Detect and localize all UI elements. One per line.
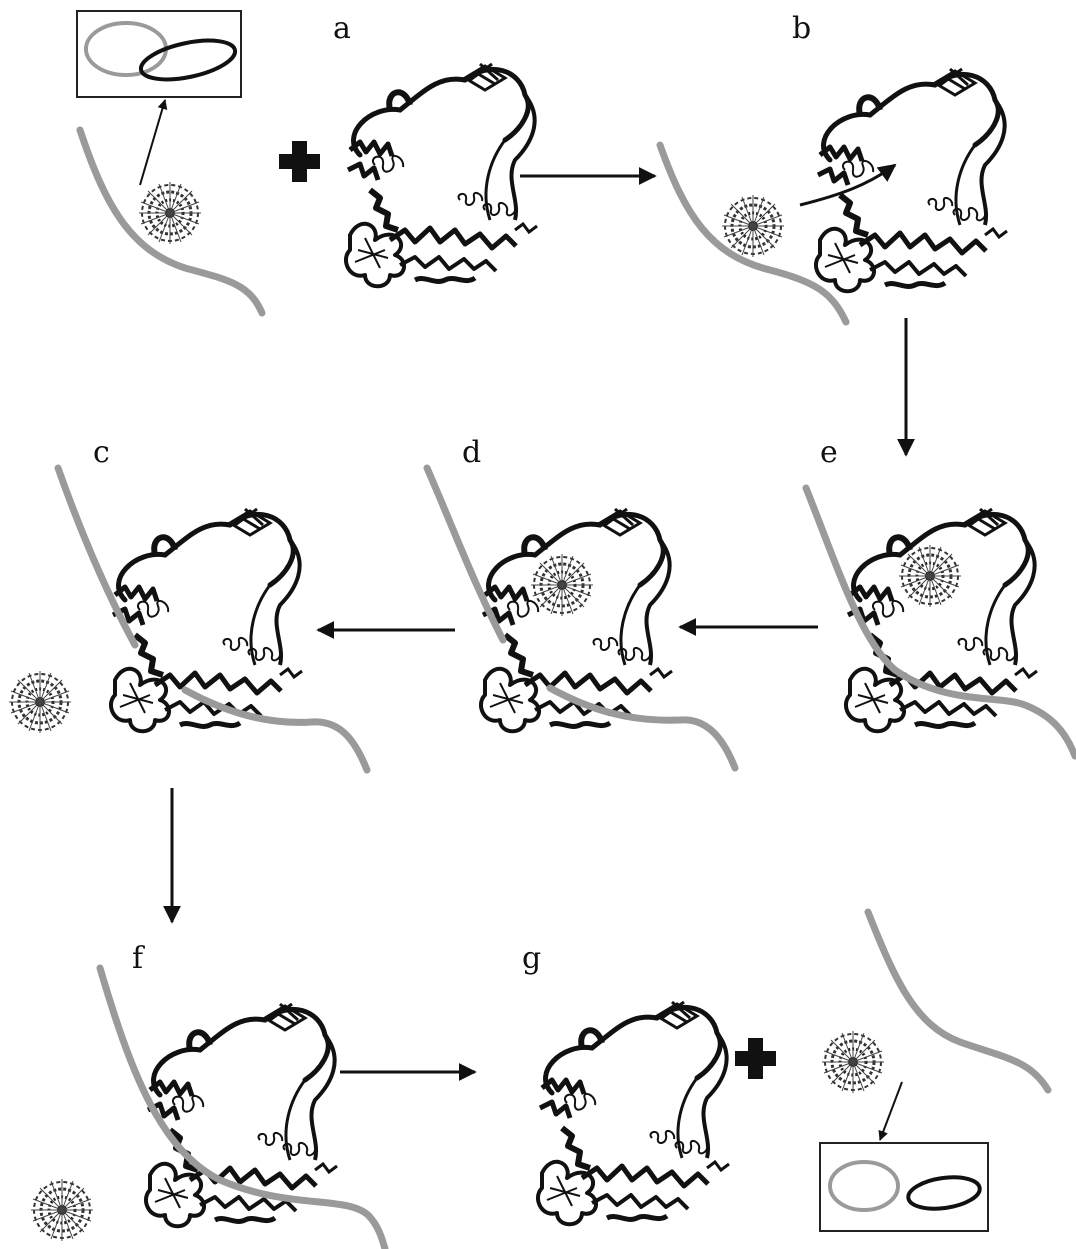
nucleosome-icon: [722, 195, 784, 257]
protein-ribbon-icon: [146, 1004, 337, 1226]
plus-icon: [735, 1038, 776, 1079]
dna-strand-icon: [427, 468, 503, 640]
panel-label-c: c: [93, 435, 110, 470]
panel-label-g: g: [522, 941, 541, 976]
panel-label-d: d: [462, 435, 481, 470]
protein-ribbon-icon: [816, 69, 1007, 291]
dna-strand-icon: [100, 968, 385, 1249]
dna-strand-icon: [80, 130, 262, 313]
protein-ribbon-icon: [538, 1002, 729, 1224]
dna-strand-icon: [185, 690, 367, 770]
plus-icon: [279, 141, 320, 182]
protein-ribbon-icon: [346, 64, 537, 286]
panel-label-f: f: [132, 941, 145, 976]
dna-strand-icon: [58, 468, 135, 645]
panel-label-a: a: [333, 11, 351, 46]
dna-strand-icon: [868, 912, 1048, 1090]
nucleosome-icon: [9, 671, 71, 733]
nucleosome-icon: [31, 1179, 93, 1241]
interlocked-rings-box-top: [77, 11, 241, 97]
nucleosome-icon: [139, 182, 201, 244]
panel-label-e: e: [820, 435, 838, 470]
panel-label-b: b: [792, 11, 811, 46]
nucleosome-icon: [822, 1031, 884, 1093]
nucleosome-icon: [531, 554, 593, 616]
interlocked-rings-box-bottom: [820, 1143, 988, 1231]
arrow-icon: [880, 1082, 902, 1140]
nucleosome-icon: [899, 545, 961, 607]
arrow-icon: [140, 100, 165, 185]
